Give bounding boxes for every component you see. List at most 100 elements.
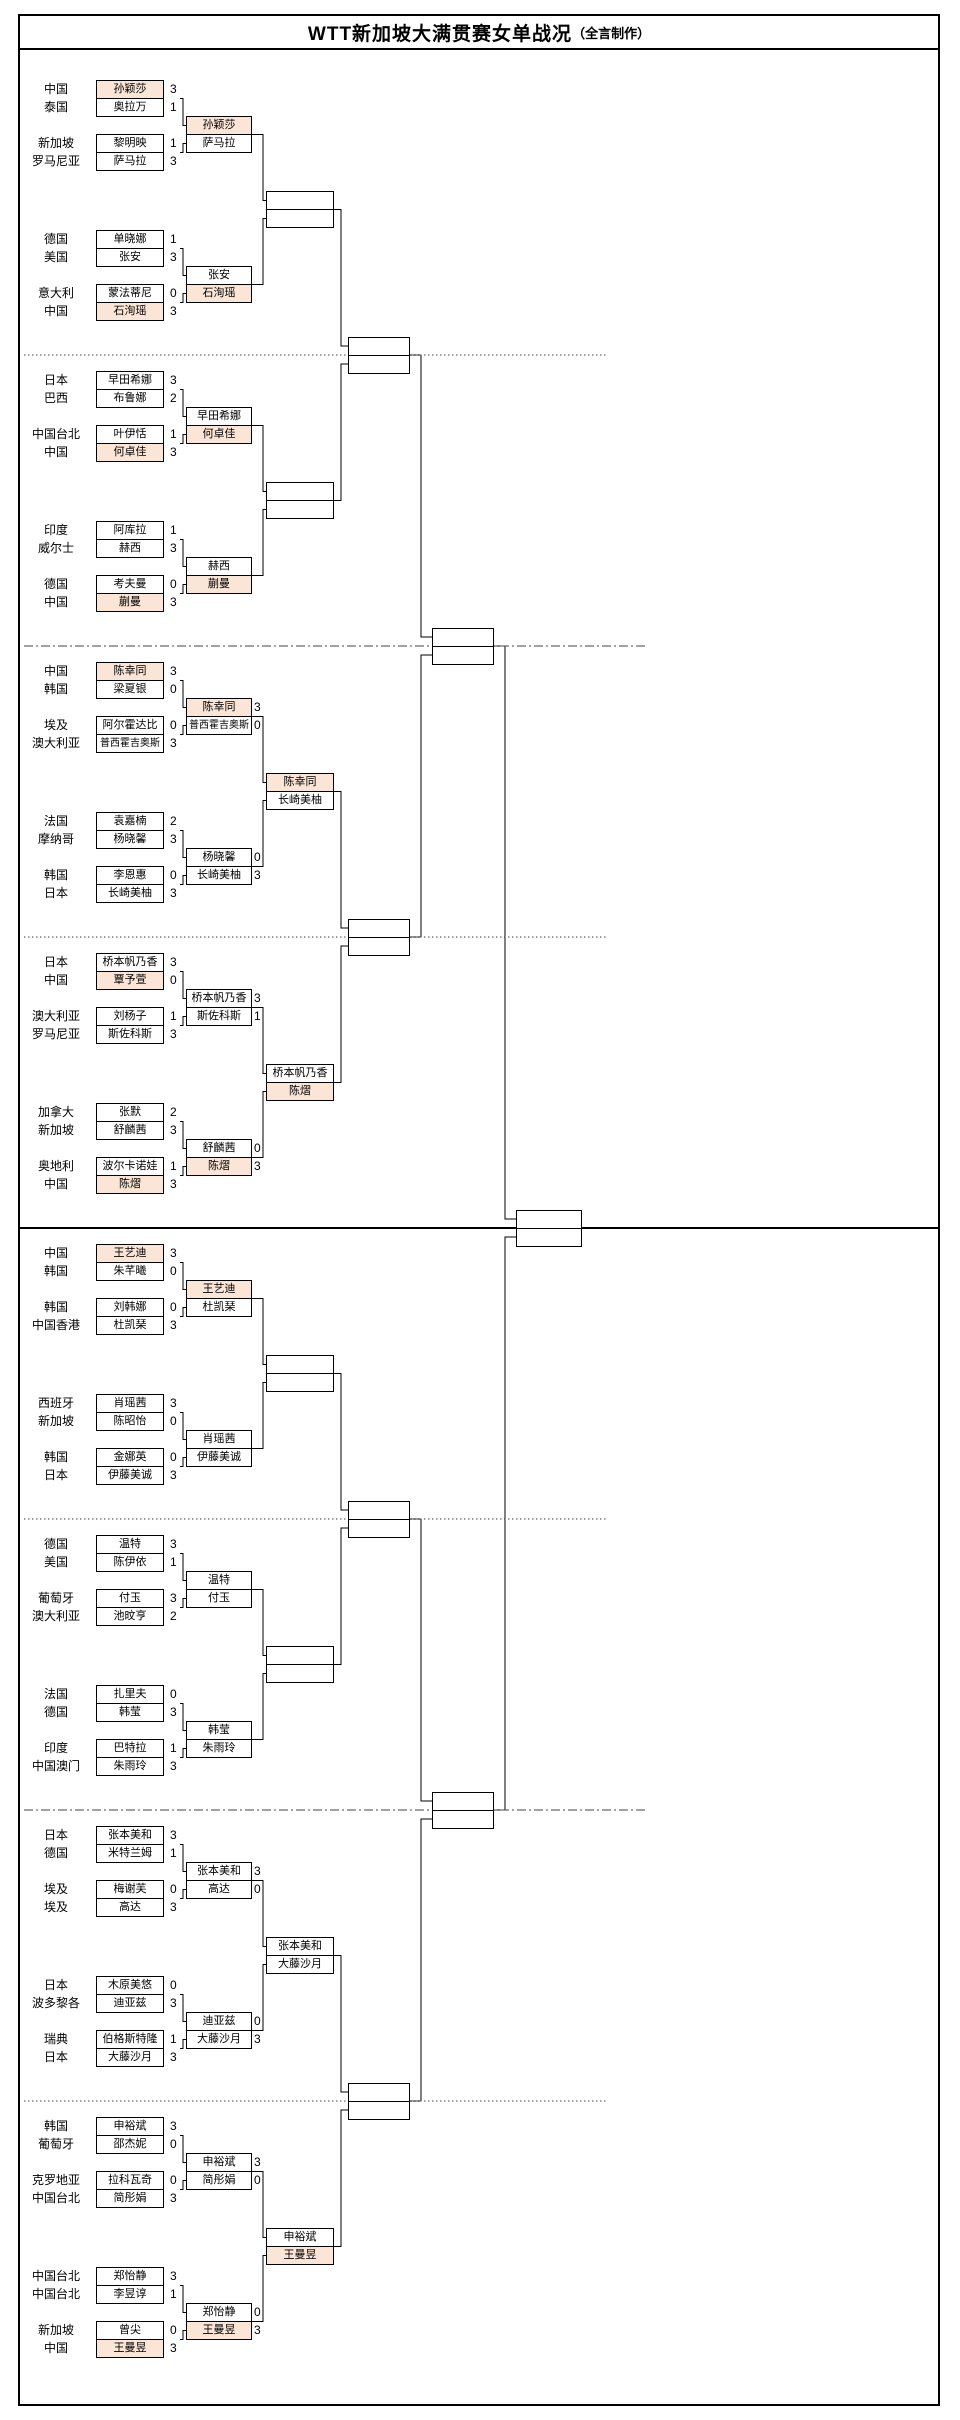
score-label: 0 [170,2323,177,2337]
connector-line [410,654,432,938]
connector-line [252,1673,266,1740]
score-label: 3 [170,2119,177,2133]
r16-box: 王曼昱 [266,2246,334,2265]
connector-line [494,645,516,1220]
score-label: 3 [170,2191,177,2205]
country-label: 波多黎各 [31,1996,80,2010]
player-box: 何卓佳 [96,443,164,462]
player-box: 覃予萱 [96,971,164,990]
r32-box: 郑怡静 [186,2303,252,2322]
player-box: 韩莹 [96,1703,164,1722]
qf-box [348,354,410,374]
player-box: 陈昭怡 [96,1412,164,1431]
player-box: 金娜英 [96,1448,164,1467]
country-label: 日本 [43,1468,68,1482]
r32-box: 陈幸同 [186,698,252,717]
connector-line [180,1844,186,1872]
connector-line [180,1121,186,1149]
score-label: 3 [170,664,177,678]
r32-box: 普西霍吉奥斯 [186,716,252,735]
player-box: 黎明映 [96,134,164,153]
qf-box [348,2100,410,2120]
player-box: 大藤沙月 [96,2048,164,2067]
r16-box: 长崎美柚 [266,791,334,810]
score-label: 2 [170,1609,177,1623]
score-label: 3 [170,1900,177,1914]
score-label: 0 [254,2305,261,2319]
country-label: 日本 [43,886,68,900]
player-box: 舒麟茜 [96,1121,164,1140]
connector-line [252,1589,266,1656]
page-title: WTT新加坡大满贯赛女单战况 [307,23,573,45]
score-label: 3 [254,2032,261,2046]
country-label: 中国 [43,595,68,609]
score-label: 1 [254,1009,261,1023]
player-box: 杜凯琹 [96,1316,164,1335]
connector-line [180,830,186,858]
player-box: 曾尖 [96,2321,164,2340]
player-box: 奥拉万 [96,98,164,117]
score-label: 2 [170,814,177,828]
player-box: 朱雨玲 [96,1757,164,1776]
score-label: 3 [170,1591,177,1605]
r16-box: 申裕斌 [266,2228,334,2247]
r32-box: 斯佐科斯 [186,1007,252,1026]
country-label: 美国 [43,250,68,264]
score-label: 3 [170,1828,177,1842]
score-label: 1 [170,2032,177,2046]
country-label: 日本 [43,1828,68,1842]
player-box: 简彤娟 [96,2189,164,2208]
score-label: 0 [254,1882,261,1896]
connector-line [252,1007,266,1074]
r32-box: 张安 [186,266,252,285]
player-box: 蒯曼 [96,593,164,612]
score-label: 3 [170,1996,177,2010]
player-box: 郑怡静 [96,2267,164,2286]
r16-box: 陈熠 [266,1082,334,1101]
country-label: 德国 [43,1537,68,1551]
country-label: 新加坡 [37,2323,74,2337]
country-label: 罗马尼亚 [31,1027,80,1041]
country-label: 新加坡 [37,1414,74,1428]
connector-line [334,2109,348,2247]
r32-box: 伊藤美诚 [186,1448,252,1467]
connector-line [334,1527,348,1665]
final-box [516,1209,582,1229]
connector-line [180,2285,186,2313]
score-label: 3 [170,736,177,750]
country-label: 新加坡 [37,1123,74,1137]
country-label: 新加坡 [37,136,74,150]
country-label: 威尔士 [37,541,74,555]
player-box: 邵杰妮 [96,2135,164,2154]
player-box: 王曼昱 [96,2339,164,2358]
sf-box [432,1791,494,1811]
r32-box: 高达 [186,1880,252,1899]
r32-box: 蒯曼 [186,575,252,594]
player-box: 拉科瓦奇 [96,2171,164,2190]
player-box: 李昱谆 [96,2285,164,2304]
player-box: 米特兰姆 [96,1844,164,1863]
country-label: 中国台北 [31,2191,80,2205]
connector-line [252,218,266,285]
connector-line [334,1373,348,1511]
score-label: 3 [170,1759,177,1773]
connector-line [252,2171,266,2238]
connector-line [334,363,348,501]
player-box: 单晓娜 [96,230,164,249]
r32-box: 付玉 [186,1589,252,1608]
connector-line [334,209,348,347]
score-label: 3 [254,868,261,882]
country-label: 中国 [43,445,68,459]
connector-line [410,1518,432,1802]
country-label: 巴西 [43,391,68,405]
connector-line [180,1166,186,1176]
connector-line [252,509,266,576]
r32-box: 陈熠 [186,1157,252,1176]
score-label: 3 [170,1246,177,1260]
player-box: 考夫曼 [96,575,164,594]
country-label: 德国 [43,577,68,591]
score-label: 3 [254,1864,261,1878]
country-label: 法国 [43,814,68,828]
connector-line [334,945,348,1083]
